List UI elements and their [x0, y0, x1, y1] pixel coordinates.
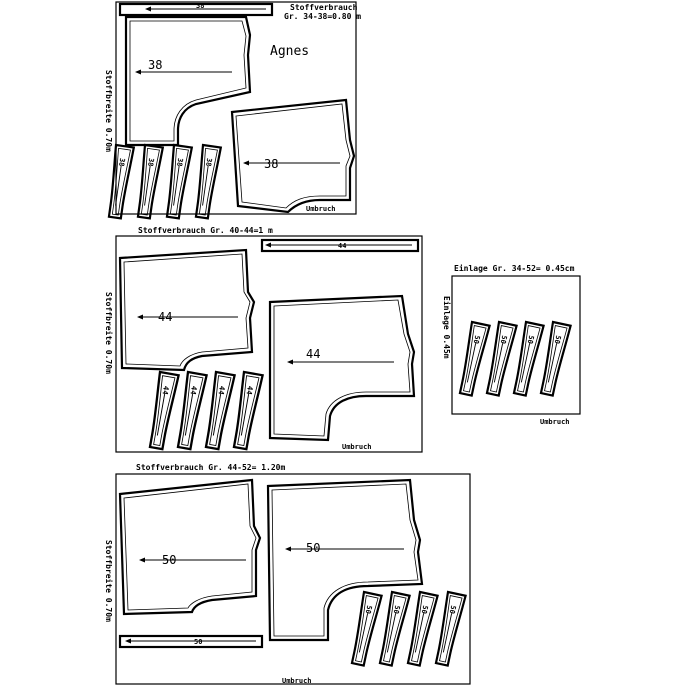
- pattern-piece-front: 38: [124, 15, 252, 147]
- waistband-strip: 44: [232, 370, 265, 451]
- waistband-strip: 50: [458, 320, 491, 397]
- strip-size-label: 44: [338, 242, 346, 250]
- strip-size-label: 38: [175, 157, 184, 166]
- consumption-label: Stoffverbrauch Gr. 44-52= 1.20m: [136, 463, 285, 472]
- fabric-width-label: Einlage 0.45m: [442, 296, 452, 359]
- layout-frame: [115, 1, 357, 215]
- waistband-strip: 50: [378, 590, 411, 667]
- fold-label: Umbruch: [306, 205, 336, 213]
- strip-size-label: 38: [204, 157, 213, 166]
- strip-size-label: 38: [196, 2, 204, 10]
- strip-size-label: 44: [160, 385, 170, 396]
- consumption-label: Stoffverbrauch Gr. 34-38=0.80 m: [284, 3, 362, 21]
- strip-size-label: 50: [420, 605, 430, 615]
- layout-frame: [115, 473, 471, 685]
- consumption-label: Stoffverbrauch Gr. 40-44=1 m: [138, 226, 273, 235]
- piece-size-label: 38: [148, 58, 162, 72]
- waistband-strip: 50: [434, 590, 467, 667]
- pattern-piece-back: 50: [266, 478, 424, 642]
- strip-size-label: 44: [216, 385, 226, 396]
- pattern-piece-back: 44 Umbruch: [268, 294, 416, 451]
- waistband-strip: 50: [539, 320, 572, 397]
- consumption-line: Stoffverbrauch: [290, 3, 358, 12]
- waistband-strip: 50: [350, 590, 383, 667]
- piece-size-label: 50: [306, 541, 320, 555]
- fabric-width-label: Stoffbreite 0.70m: [104, 540, 114, 622]
- bottom-strip: [118, 634, 264, 649]
- fold-label: Umbruch: [540, 418, 570, 426]
- fabric-width-label: Stoffbreite 0.70m: [104, 292, 114, 374]
- pattern-piece-back: 38 Umbruch: [230, 98, 356, 214]
- strip-size-label: 50: [472, 335, 482, 345]
- waistband-strip: 44: [148, 370, 181, 451]
- consumption-label: Einlage Gr. 34-52= 0.45cm: [454, 263, 575, 273]
- top-strip: [260, 238, 420, 253]
- layout-frame: [451, 275, 581, 415]
- strip-size-label: 44: [244, 385, 254, 396]
- waistband-strip: 50: [512, 320, 545, 397]
- pattern-piece-front: 44: [118, 248, 256, 372]
- strip-size-label: 50: [553, 335, 563, 345]
- strip-size-label: 50: [392, 605, 402, 615]
- pattern-piece-front: 50: [118, 478, 262, 616]
- waistband-strip: 38: [165, 143, 194, 220]
- layout-size-44: Stoffverbrauch Gr. 40-44=1 m Stoffbreite…: [104, 226, 423, 453]
- piece-size-label: 44: [158, 310, 172, 324]
- strip-size-label: 50: [364, 605, 374, 615]
- fabric-width-label: Stoffbreite 0.70m: [104, 70, 114, 152]
- waistband-strip: 38: [107, 143, 136, 220]
- strip-size-label: 50: [194, 638, 202, 646]
- layout-interfacing: Einlage Gr. 34-52= 0.45cm Einlage 0.45m …: [442, 263, 581, 426]
- piece-size-label: 44: [306, 347, 320, 361]
- piece-size-label: 38: [264, 157, 278, 171]
- strip-size-label: 38: [117, 157, 126, 166]
- waistband-strip: 38: [136, 143, 165, 220]
- strip-size-label: 50: [526, 335, 536, 345]
- strip-size-label: 50: [499, 335, 509, 345]
- layout-size-50: Stoffverbrauch Gr. 44-52= 1.20m Stoffbre…: [104, 463, 471, 685]
- waistband-strip: 50: [406, 590, 439, 667]
- model-name: Agnes: [270, 44, 309, 59]
- strip-size-label: 38: [146, 157, 155, 166]
- fold-label: Umbruch: [342, 443, 372, 451]
- top-strip: [118, 2, 274, 17]
- waistband-strip: 50: [485, 320, 518, 397]
- consumption-line: Gr. 34-38=0.80 m: [284, 12, 361, 21]
- piece-size-label: 50: [162, 553, 176, 567]
- strip-size-label: 44: [188, 385, 198, 396]
- waistband-strip: 44: [176, 370, 209, 451]
- fold-label: Umbruch: [282, 677, 312, 685]
- waistband-strip: 44: [204, 370, 237, 451]
- waistband-strip: 38: [194, 143, 223, 220]
- layout-size-38: Stoffverbrauch Gr. 34-38=0.80 m Stoffbre…: [104, 1, 362, 220]
- layout-frame: [115, 235, 423, 453]
- strip-size-label: 50: [448, 605, 458, 615]
